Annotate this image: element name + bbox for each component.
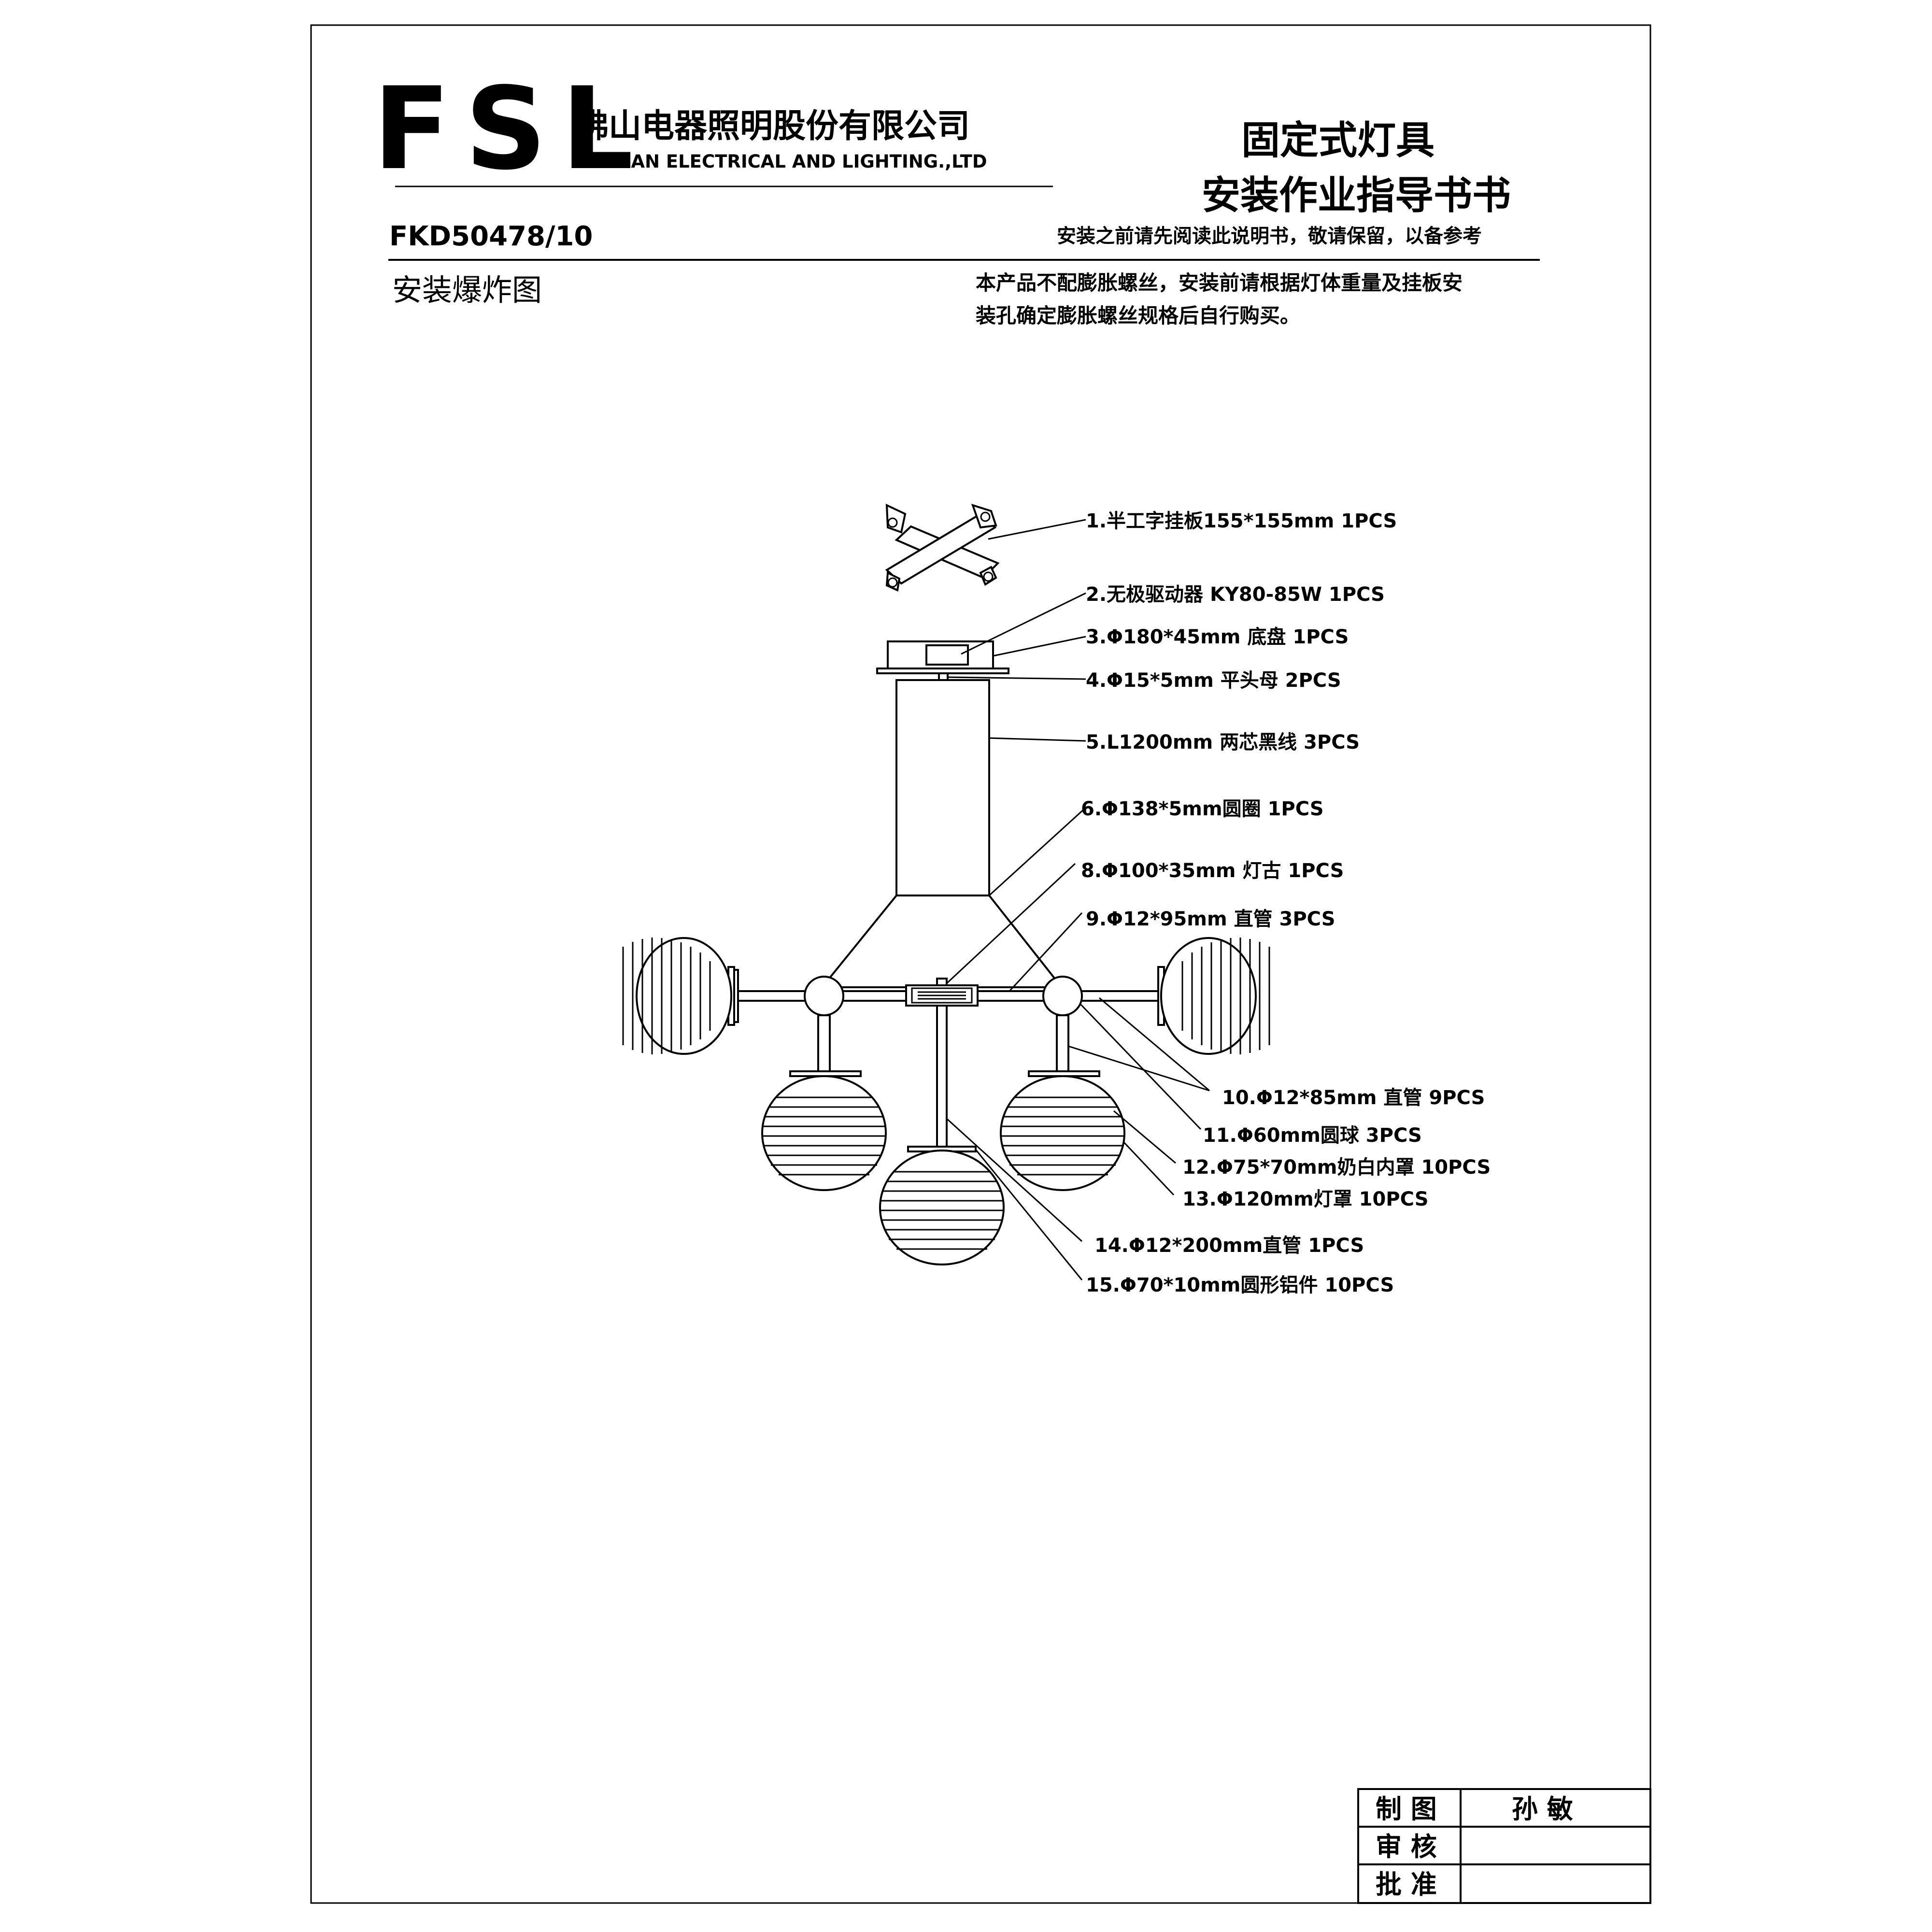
page-border [310, 24, 1651, 1904]
globe-hanging-center [879, 1150, 1005, 1265]
globe-right-horizontal [1157, 937, 1270, 1055]
signoff-table: 制 图 孙 敏 审 核 批 准 [1357, 1788, 1651, 1904]
doc-title-line2: 安装作业指导书书 [1202, 173, 1511, 218]
part-label-10: 10.Φ12*85mm 直管 9PCS [1222, 1087, 1485, 1109]
exploded-drawing [622, 503, 1270, 1280]
signoff-label-review: 审 核 [1376, 1832, 1437, 1862]
part-label-3: 3.Φ180*45mm 底盘 1PCS [1086, 626, 1349, 648]
part-label-11: 11.Φ60mm圆球 3PCS [1203, 1124, 1422, 1147]
company-name-cn: 佛山电器照明股份有限公司 [575, 107, 970, 145]
globe-hanging-left [761, 1075, 887, 1191]
part-label-14: 14.Φ12*200mm直管 1PCS [1094, 1235, 1364, 1257]
signoff-label-approve: 批 准 [1376, 1869, 1437, 1900]
joint-ball-right [1042, 976, 1083, 1016]
leader-lines [946, 519, 1210, 1280]
signoff-value-drawn: 孙 敏 [1512, 1794, 1573, 1824]
mounting-plate [885, 503, 1000, 592]
part-label-5: 5.L1200mm 两芯黑线 3PCS [1086, 731, 1360, 753]
driver [925, 644, 969, 666]
part-label-9: 9.Φ12*95mm 直管 3PCS [1086, 908, 1335, 930]
notice-line-1: 本产品不配膨胀螺丝，安装前请根据灯体重量及挂板安 [976, 271, 1463, 295]
flat-nut [938, 672, 949, 681]
company-name-en: FOSHAN ELECTRICAL AND LIGHTING.,LTD [576, 151, 987, 172]
joint-ball-left [804, 976, 844, 1016]
model-number: FKD50478/10 [389, 221, 593, 252]
signoff-label-drawn: 制 图 [1376, 1794, 1437, 1824]
stem-cover [820, 679, 1064, 988]
section-title: 安装爆炸图 [392, 272, 542, 308]
part-label-2: 2.无极驱动器 KY80-85W 1PCS [1086, 583, 1385, 606]
center-pipe [936, 1005, 948, 1148]
canopy [876, 640, 1009, 681]
part-label-15: 15.Φ70*10mm圆形铝件 10PCS [1086, 1274, 1394, 1296]
globe-hanging-right [1000, 1075, 1125, 1191]
read-instruction-note: 安装之前请先阅读此说明书，敬请保留，以备参考 [1057, 225, 1482, 247]
globe-left-horizontal [622, 937, 739, 1055]
part-label-6: 6.Φ138*5mm圆圈 1PCS [1081, 798, 1324, 820]
notice-line-2: 装孔确定膨胀螺丝规格后自行购买。 [976, 304, 1300, 327]
doc-title-line1: 固定式灯具 [1241, 118, 1435, 163]
part-label-1: 1.半工字挂板155*155mm 1PCS [1086, 510, 1397, 532]
part-label-13: 13.Φ120mm灯罩 10PCS [1182, 1188, 1429, 1210]
part-label-4: 4.Φ15*5mm 平头母 2PCS [1086, 669, 1341, 692]
company-logo: FSL [373, 63, 648, 195]
part-label-12: 12.Φ75*70mm奶白内罩 10PCS [1182, 1156, 1491, 1179]
parts-list: 1.半工字挂板155*155mm 1PCS 2.无极驱动器 KY80-85W 1… [1081, 510, 1491, 1296]
part-label-8: 8.Φ100*35mm 灯古 1PCS [1081, 860, 1344, 882]
